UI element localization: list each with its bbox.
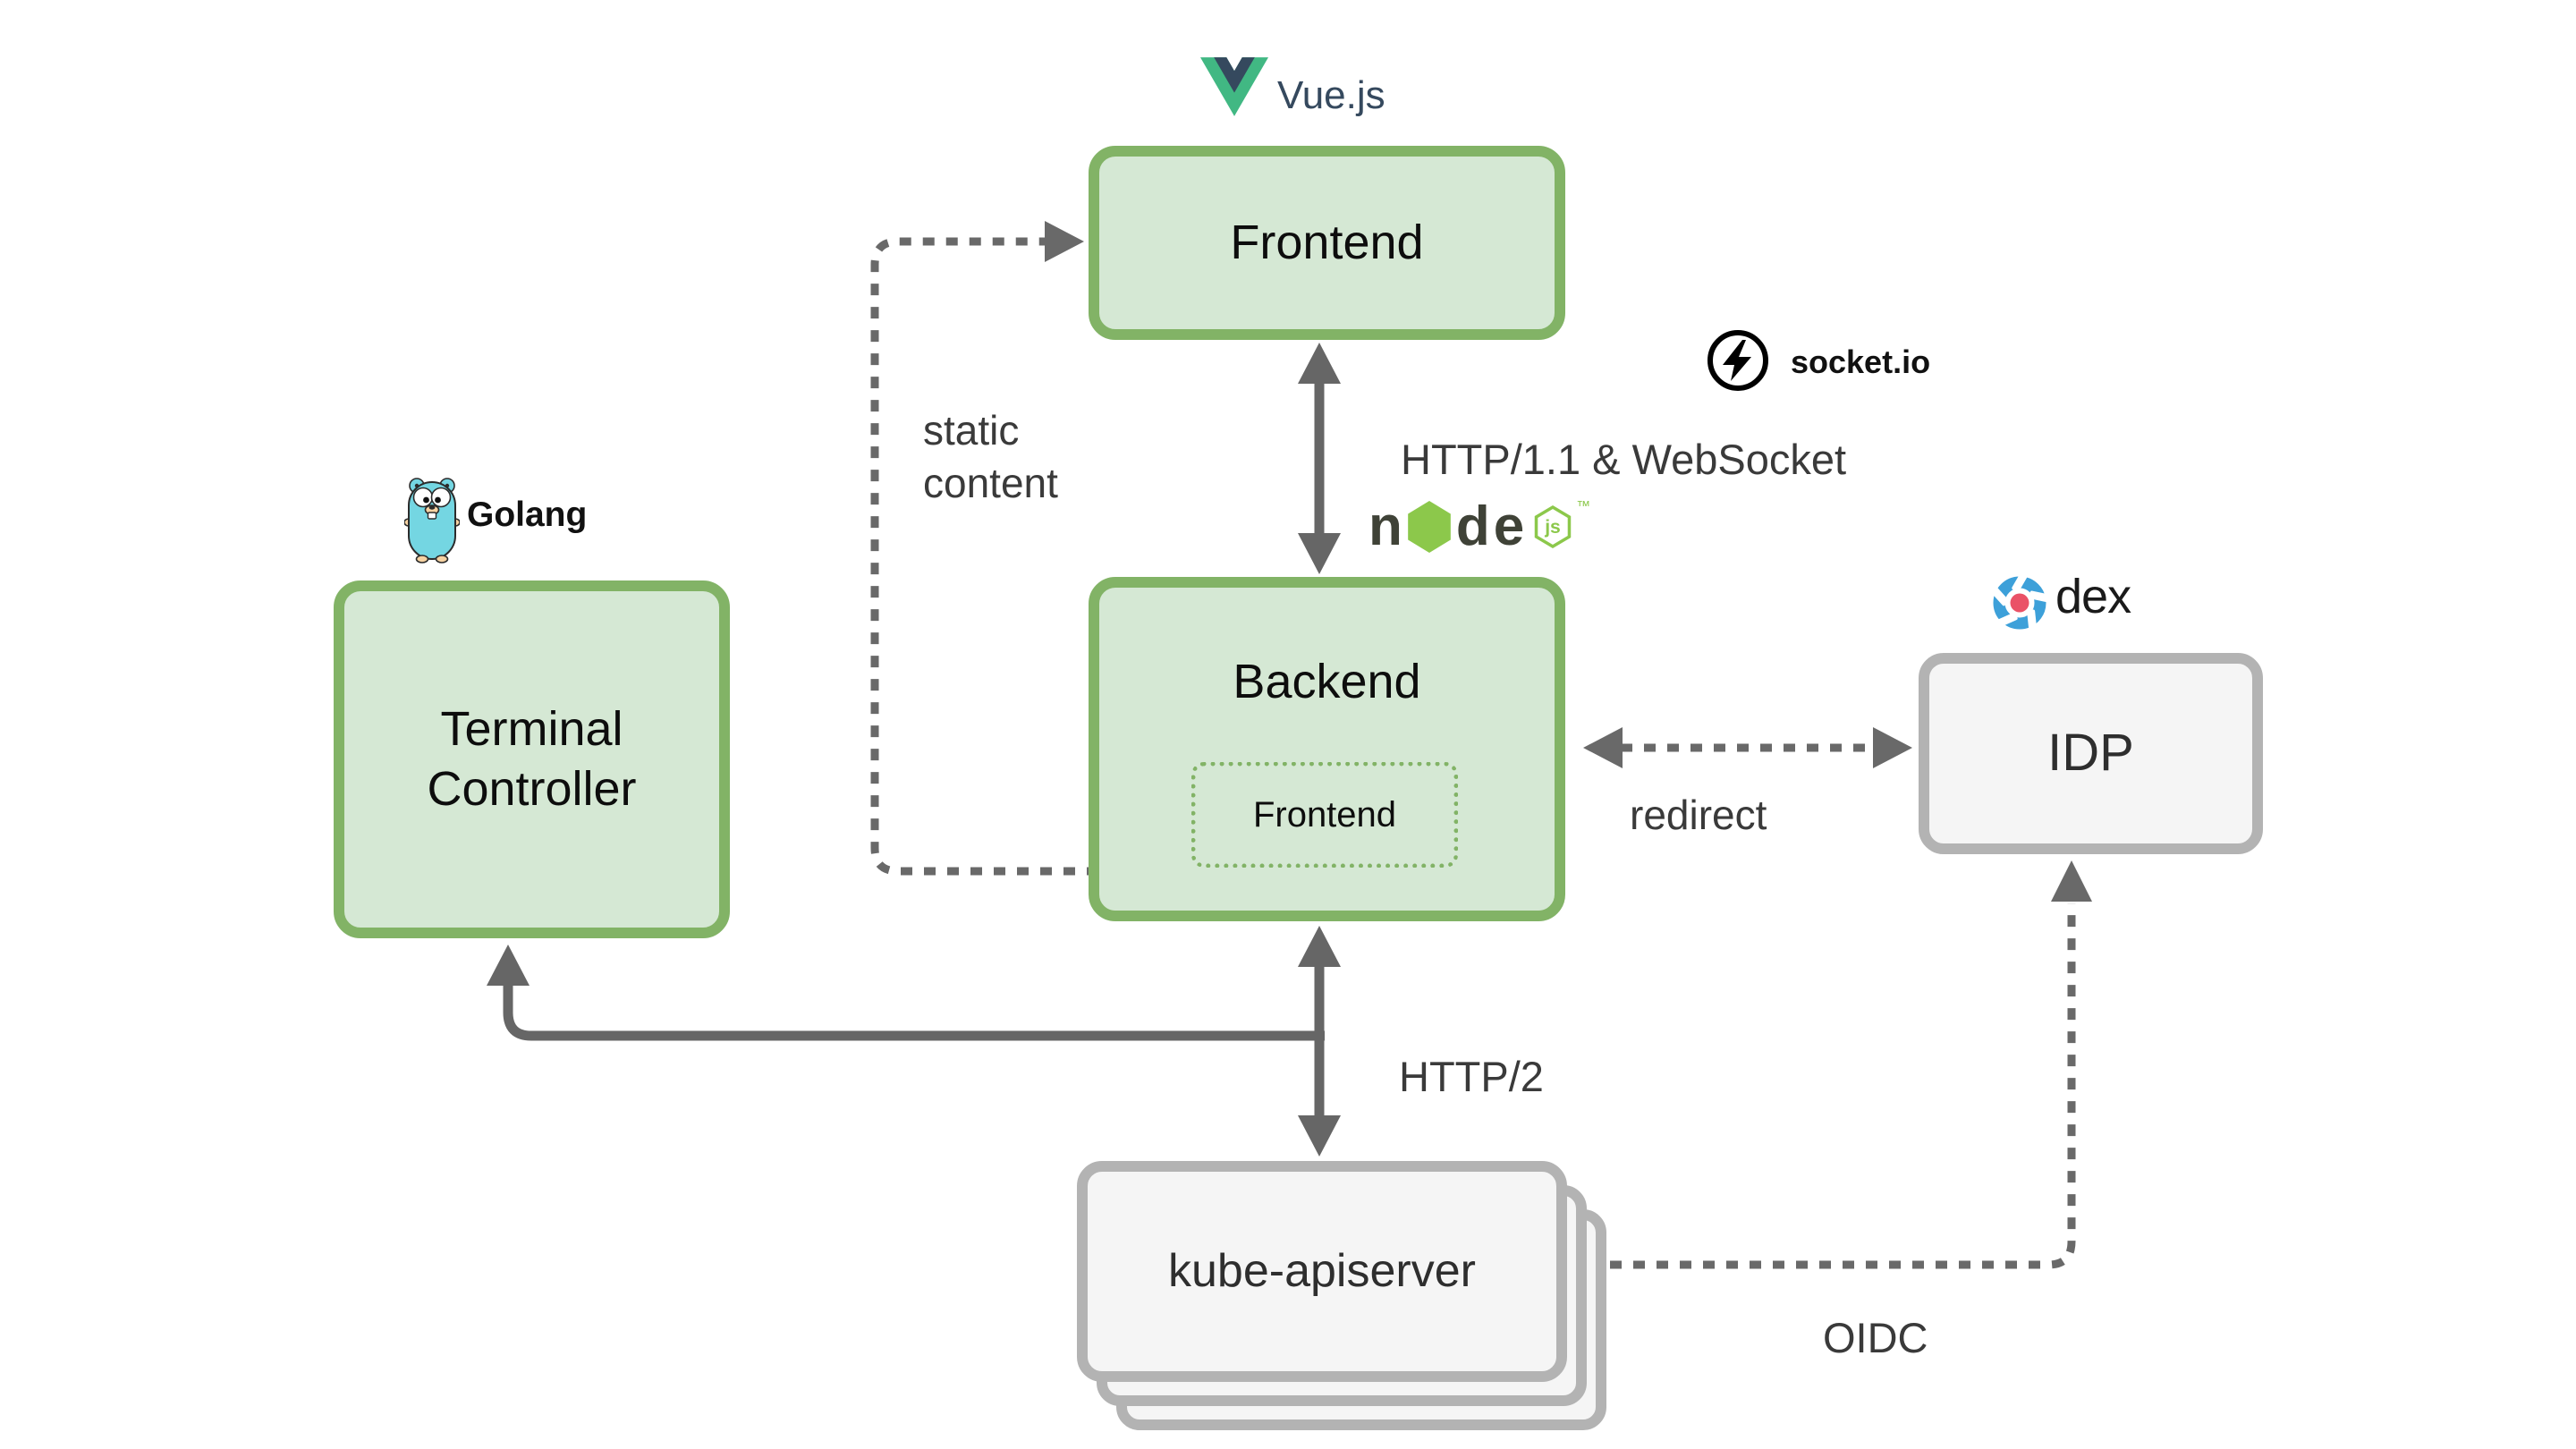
golang-gopher-icon <box>404 478 460 564</box>
redirect-dotted-arrow <box>1583 727 1912 768</box>
frontend-node: Frontend <box>1089 146 1565 340</box>
http11-websocket-label: HTTP/1.1 & WebSocket <box>1401 436 1847 483</box>
socketio-label: socket.io <box>1791 343 1931 380</box>
frontend-backend-arrow <box>1298 343 1341 574</box>
idp-label: IDP <box>2047 724 2134 783</box>
nodejs-hexagon-icon <box>1408 501 1451 553</box>
dex-icon <box>1991 574 2048 631</box>
vuejs-label: Vue.js <box>1277 73 1385 117</box>
idp-node: IDP <box>1919 653 2263 854</box>
kube-apiserver-node: kube-apiserver <box>1077 1161 1567 1382</box>
nodejs-js-badge-icon: js <box>1534 504 1572 549</box>
nodejs-letter-d: d <box>1455 496 1490 557</box>
static-content-label: static content <box>923 407 1058 506</box>
static-content-dotted-arrow <box>870 221 1191 876</box>
terminal-controller-label: Terminal Controller <box>427 701 637 817</box>
vuejs-icon <box>1200 57 1268 116</box>
nodejs-letter-e: e <box>1493 496 1525 557</box>
terminal-controller-node: Terminal Controller <box>334 580 730 938</box>
svg-text:js: js <box>1544 517 1561 538</box>
backend-node: Backend <box>1089 577 1565 921</box>
kube-terminal-arrow <box>487 945 1325 1041</box>
frontend-label: Frontend <box>1230 215 1424 269</box>
oidc-dotted-arrow <box>1610 860 2092 1269</box>
redirect-label: redirect <box>1630 792 1767 838</box>
backend-kube-arrow <box>1298 926 1341 1157</box>
backend-label: Backend <box>1233 655 1421 708</box>
backend-inner-frontend-node: Frontend <box>1191 762 1458 868</box>
http2-label: HTTP/2 <box>1399 1053 1544 1100</box>
golang-label: Golang <box>467 496 588 534</box>
backend-inner-frontend-label: Frontend <box>1252 794 1397 835</box>
dex-label: dex <box>2055 570 2131 623</box>
nodejs-letter-n: n <box>1368 496 1402 557</box>
nodejs-tm: ™ <box>1576 499 1591 514</box>
nodejs-logo: n d e js ™ <box>1368 499 1590 555</box>
oidc-label: OIDC <box>1823 1314 1928 1361</box>
socketio-icon <box>1707 330 1768 391</box>
kube-apiserver-label: kube-apiserver <box>1168 1245 1476 1297</box>
